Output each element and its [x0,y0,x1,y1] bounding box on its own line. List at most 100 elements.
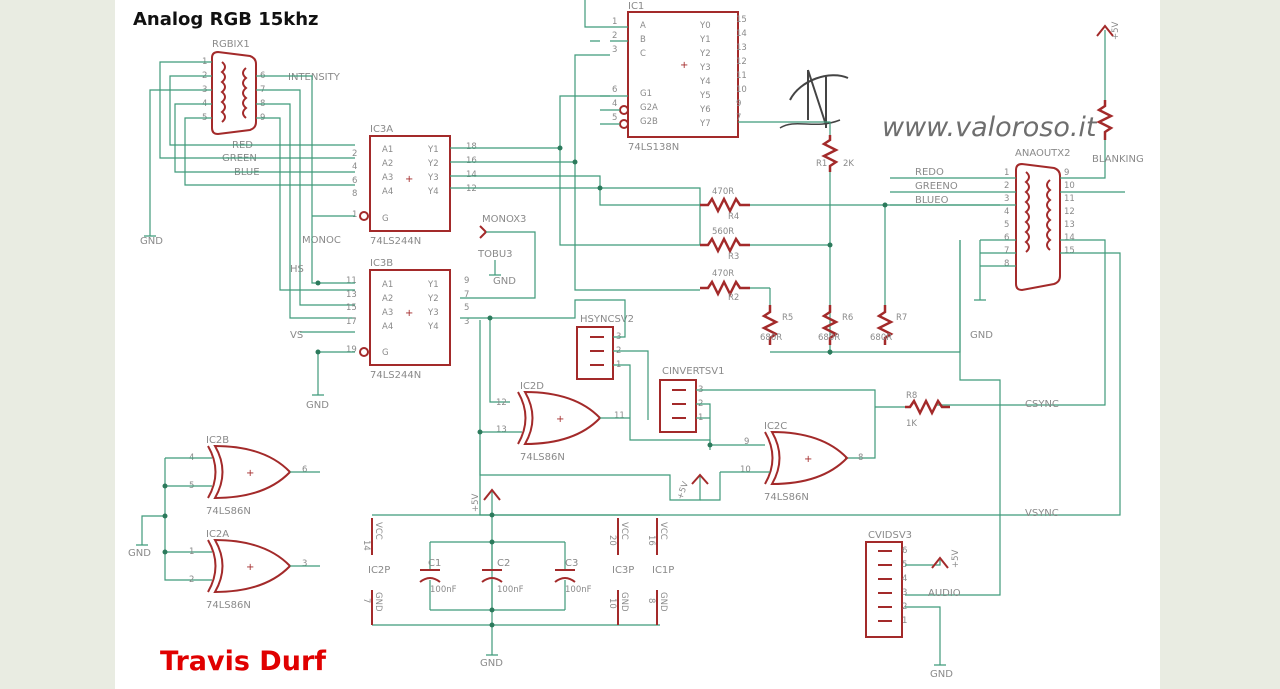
ic1-pin-number: 15 [736,15,747,25]
monox3-name: MONOX3 [482,214,526,225]
anaoutx2-pin: 14 [1064,233,1075,243]
jumper-hsyncsv2: HSYNCSV2 3 2 1 [460,299,649,420]
anaoutx2-pin: 11 [1064,194,1075,204]
ic2d-part: 74LS86N [520,452,565,463]
svg-text:+: + [680,60,688,71]
c3-value: 100nF [565,585,592,595]
ic1-pin-number: 3 [612,45,617,55]
c3-name: C3 [565,558,578,569]
ic2c-pin: 8 [858,453,863,463]
ic2d-pin: 11 [614,411,625,421]
ic3b-pin-label: G [382,348,389,358]
ic1-pin-label: Y6 [699,105,711,115]
ic2p-pin: 14 [361,540,371,551]
greeno-label: GREENO [915,181,958,192]
audio-label: AUDIO [928,588,961,599]
resistor-r8: R8 1K CSYNC [875,391,1059,429]
svg-text:+: + [556,414,564,425]
ic1-pin-label: Y0 [699,21,711,31]
ic3p-label: IC3P [612,565,634,576]
ic2a-pin: 2 [189,575,194,585]
ic1-pin-label: Y4 [699,77,711,87]
c1-name: C1 [428,558,441,569]
svg-text:+: + [405,308,413,319]
ic3a-pin-number: 6 [352,176,357,186]
gate-ic2a: IC2A 74LS86N 1 2 3 + [189,529,320,611]
anaoutx2-pin: 3 [1004,194,1009,204]
r8-value: 1K [906,419,917,429]
ic2a-part: 74LS86N [206,600,251,611]
gnd-label: GND [140,236,163,247]
plus5v-label: +5V [471,493,481,512]
vcc-label: VCC [373,522,383,540]
ic1-pin-number: 6 [612,85,617,95]
ic3b-pin-number: 13 [346,290,357,300]
vs-label: VS [290,330,303,341]
r7-name: R7 [896,313,907,323]
svg-text:+: + [405,174,413,185]
anaoutx2-pin: 10 [1064,181,1075,191]
plus5v-label: +5V [675,480,691,501]
ic1-part: 74LS138N [628,142,679,153]
r8-name: R8 [906,391,917,401]
diagram-title: Analog RGB 15khz [133,9,319,30]
watermark-text: www.valoroso.it [882,112,1098,143]
ic3a-pin-label: Y4 [427,187,439,197]
ic3b-pin-label: Y2 [427,294,439,304]
ic3b-pin-label: A4 [382,322,393,332]
anaoutx2-pin: 5 [1004,220,1009,230]
ic3a-pin-number: 8 [352,189,357,199]
ic2b-pin: 6 [302,465,307,475]
ic3b-pin-number: 3 [464,317,469,327]
r2-name: R2 [728,293,739,303]
ic3a-pin-label: A3 [382,173,393,183]
r1-value: 2K [843,159,854,169]
rgbix1-name: RGBIX1 [212,39,250,50]
ic3a-pin-label: A4 [382,187,393,197]
vsync-label: VSYNC [1025,508,1059,519]
gnd-label: GND [128,548,151,559]
ic3p-pin: 10 [607,598,617,609]
ic3b-pin-number: 9 [464,276,469,286]
resistor-r5: 680R R5 [760,288,793,345]
hsyncsv2-name: HSYNCSV2 [580,314,634,325]
anaoutx2-pin: 15 [1064,246,1075,256]
ic3b-pin-number: 7 [464,290,469,300]
ic1-pin-number: 12 [736,57,747,67]
ic3a-pin-number: 14 [466,170,477,180]
ic3a-pin-label: Y3 [427,173,439,183]
ic1-pin-number: 5 [612,113,617,123]
gnd-label: GND [480,658,503,669]
gnd-label: GND [493,276,516,287]
blueo-label: BLUEO [915,195,949,206]
ic3b-pin-label: A1 [382,280,393,290]
anaoutx2-pin: 8 [1004,259,1009,269]
r5-value: 680R [760,333,782,343]
anaoutx2-pin: 13 [1064,220,1075,230]
cvidsv3-pin: 2 [902,602,907,612]
r5-name: R5 [782,313,793,323]
ic1p-label: IC1P [652,565,674,576]
svg-text:+: + [246,468,254,479]
valoroso-logo [779,69,849,129]
ic1-pin-label: Y2 [699,49,711,59]
r6-value: 680R [818,333,840,343]
ic1-pin-number: 14 [736,29,747,39]
ic3a-pin-number: 1 [352,210,357,220]
ic2d-pin: 12 [496,398,507,408]
ic1-pin-number: 11 [736,71,747,81]
anaoutx2-pin: 1 [1004,168,1009,178]
svg-text:+: + [246,562,254,573]
c1-value: 100nF [430,585,457,595]
ic2a-pin: 1 [189,547,194,557]
blanking-pullup: +5V BLANKING [1092,21,1144,165]
gnd-label: GND [306,400,329,411]
resistor-r3: 560R R3 [700,227,830,262]
ic3a-pin-number: 4 [352,162,357,172]
ic3b-pin-number: 15 [346,303,357,313]
ic1-pin-label: G1 [640,89,652,99]
hs-label: HS [290,264,304,275]
ic3b-pin-number: 11 [346,276,357,286]
plus5v-label: +5V [1111,21,1121,40]
